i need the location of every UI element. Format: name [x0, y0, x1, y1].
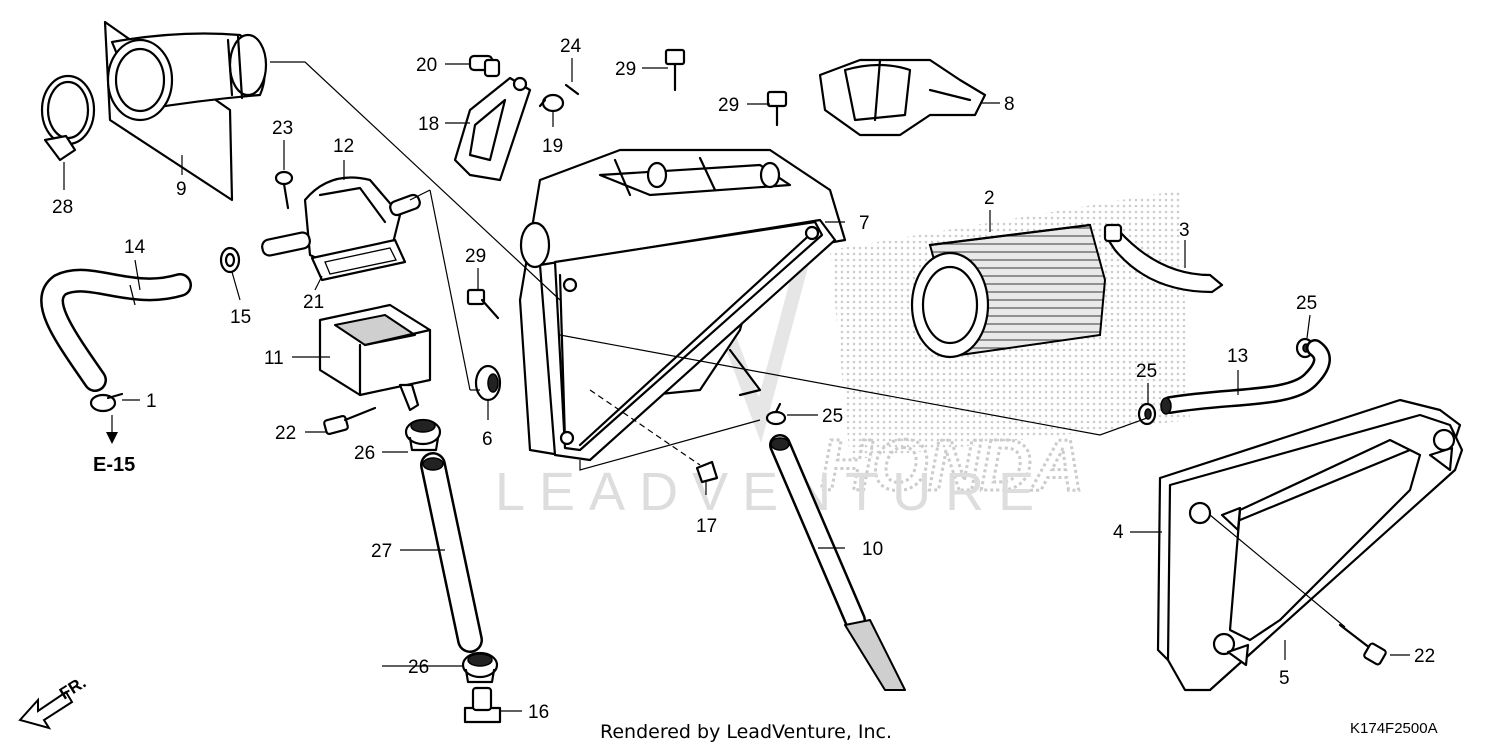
- callout-20[interactable]: 20: [416, 55, 437, 76]
- reference-label[interactable]: E-15: [93, 454, 135, 476]
- callout-5[interactable]: 5: [1279, 668, 1290, 689]
- part-29-bolt-side[interactable]: [466, 288, 500, 320]
- part-3-band[interactable]: [1103, 223, 1224, 294]
- part-22-bolt-left[interactable]: [323, 406, 377, 436]
- rendered-by-credit: Rendered by LeadVenture, Inc.: [600, 721, 892, 743]
- front-arrow: [18, 690, 74, 730]
- callout-6[interactable]: 6: [482, 429, 493, 450]
- part-15-washer[interactable]: [219, 246, 241, 274]
- part-14-hose[interactable]: [40, 268, 192, 392]
- callout-26-upper[interactable]: 26: [354, 443, 375, 464]
- part-7-air-cleaner-case[interactable]: [518, 148, 847, 462]
- callout-26-lower[interactable]: 26: [408, 657, 429, 678]
- part-11-reed-valve[interactable]: [318, 303, 432, 412]
- callout-7[interactable]: 7: [859, 213, 870, 234]
- callout-25-mid[interactable]: 25: [1136, 361, 1157, 382]
- part-19-collar[interactable]: [538, 93, 565, 113]
- callouts: 1 2 3 4 5 6 7 8 9 10 11 12 13 14 15 16 1…: [52, 36, 1435, 723]
- part-16-drain-plug[interactable]: [463, 686, 502, 724]
- part-24-pin[interactable]: [564, 83, 580, 96]
- callout-13[interactable]: 13: [1227, 346, 1248, 367]
- part-29-bolt-top[interactable]: [664, 48, 686, 92]
- callout-27[interactable]: 27: [371, 541, 392, 562]
- part-10-tube[interactable]: [769, 434, 906, 691]
- callout-19[interactable]: 19: [542, 136, 563, 157]
- callout-14[interactable]: 14: [124, 237, 146, 258]
- callout-29-top[interactable]: 29: [615, 59, 636, 80]
- part-18-bracket[interactable]: [453, 76, 532, 182]
- part-20-collar[interactable]: [468, 54, 501, 78]
- callout-leaders: [63, 58, 1410, 712]
- callout-22-right[interactable]: 22: [1414, 646, 1435, 667]
- callout-29-right[interactable]: 29: [718, 95, 739, 116]
- callout-11[interactable]: 11: [264, 348, 284, 369]
- part-29-bolt-right[interactable]: [766, 90, 788, 127]
- part-23-screw[interactable]: [274, 170, 294, 210]
- part-2-air-cleaner-element[interactable]: [910, 223, 1107, 359]
- callout-24[interactable]: 24: [560, 36, 582, 57]
- callout-3[interactable]: 3: [1179, 220, 1190, 241]
- part-17-clip[interactable]: [695, 460, 719, 484]
- part-22-bolt-right[interactable]: [1338, 623, 1387, 666]
- callout-18[interactable]: 18: [418, 114, 439, 135]
- part-13-breather-tube[interactable]: [1160, 339, 1331, 415]
- callout-21[interactable]: 21: [303, 292, 324, 313]
- part-26-clamp-upper[interactable]: [404, 418, 442, 452]
- leadventure-watermark: LEADVENTURE: [495, 462, 1048, 522]
- callout-2[interactable]: 2: [984, 188, 995, 209]
- callout-12[interactable]: 12: [333, 136, 354, 157]
- part-9-connecting-tube[interactable]: [103, 20, 268, 202]
- part-25-clip-mid[interactable]: [1137, 402, 1157, 426]
- callout-22-left[interactable]: 22: [275, 423, 296, 444]
- callout-8[interactable]: 8: [1004, 94, 1015, 115]
- part-5-cover[interactable]: [1166, 413, 1464, 692]
- callout-28[interactable]: 28: [52, 197, 73, 218]
- part-27-drain-tube[interactable]: [420, 452, 483, 653]
- callout-16[interactable]: 16: [528, 702, 549, 723]
- reference-arrow: [106, 415, 118, 444]
- callout-9[interactable]: 9: [176, 179, 187, 200]
- callout-1[interactable]: 1: [146, 391, 157, 412]
- part-1-clip[interactable]: [89, 392, 124, 413]
- assembly-lines: [270, 61, 1346, 628]
- callout-25-left[interactable]: 25: [822, 406, 843, 427]
- callout-4[interactable]: 4: [1113, 522, 1124, 543]
- part-6-grommet[interactable]: [474, 364, 502, 402]
- part-25-clip-left[interactable]: [765, 402, 787, 426]
- callout-10[interactable]: 10: [862, 539, 883, 560]
- callout-17[interactable]: 17: [696, 516, 717, 537]
- part-26-clamp-lower[interactable]: [461, 651, 499, 684]
- part-8-duct-cover[interactable]: [818, 58, 987, 137]
- callout-25-right[interactable]: 25: [1296, 293, 1317, 314]
- brand-watermark: HONDA: [820, 426, 1084, 506]
- diagram-code: K174F2500A: [1350, 720, 1438, 737]
- callout-23[interactable]: 23: [272, 118, 293, 139]
- part-21-gasket[interactable]: [310, 238, 407, 282]
- callout-29-side[interactable]: 29: [465, 246, 486, 267]
- part-28-clamp[interactable]: [40, 74, 96, 162]
- callout-15[interactable]: 15: [230, 307, 251, 328]
